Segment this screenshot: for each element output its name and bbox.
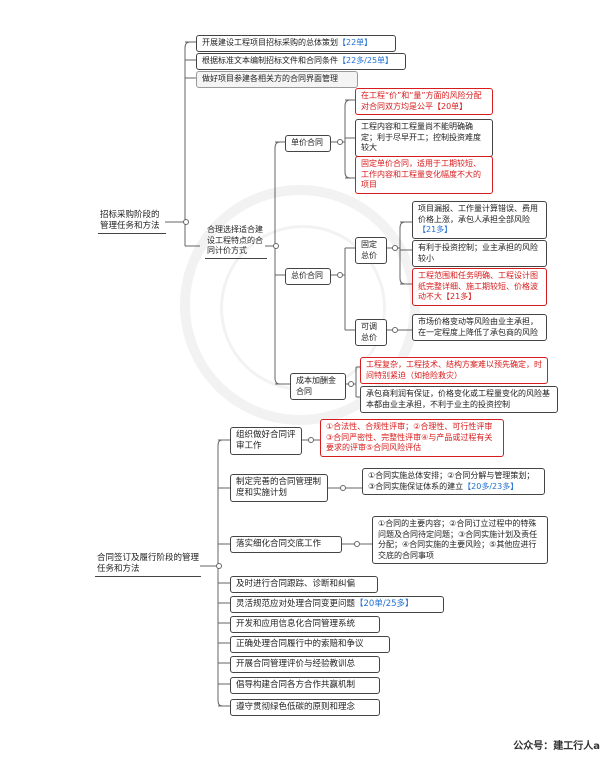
note-text: 在工程“价”和“量”方面的风险分配对合同双方均是公平 — [361, 91, 482, 111]
contract-pricing-choice: 合理选择适合建设工程特点的合同计价方式 — [205, 224, 267, 259]
connector-dot — [337, 272, 343, 278]
variable-lump-sum: 可调总价 — [355, 319, 387, 346]
task-green: 遵守贯彻绿色低碳的原则和理念 — [230, 699, 380, 716]
task-claims: 正确处理合同履行中的索赔和争议 — [230, 636, 390, 653]
unit-price-note-scope: 工程内容和工程量尚不能明确确定；利于尽早开工；控制投资难度较大 — [355, 119, 493, 157]
contract-interface-item: 做好项目参建各相关方的合同界面管理 — [196, 71, 358, 88]
connector-dot — [340, 485, 346, 491]
task-change: 灵活规范应对处理合同变更问题【20单/25多】 — [230, 596, 444, 613]
unit-price-note-fixed: 固定单价合同，适用于工期较短、工作内容和工程量变化幅度不大的项目 — [355, 156, 493, 194]
fixed-note-scope: 工程范围和任务明确、工程设计图纸完整详细、施工期较短、价格波动不大【21多】 — [412, 268, 547, 306]
note-text: 有利于投资控制；业主承担的风险较小 — [418, 243, 538, 263]
root-procurement-stage: 招标采购阶段的管理任务和方法 — [98, 209, 166, 234]
task-evaluation: 开展合同管理评价与经验教训总 — [230, 656, 380, 673]
exam-tag: 【20多/23多】 — [463, 481, 519, 491]
procurement-planning-item: 开展建设工程项目招标采购的总体策划【22单】 — [196, 35, 396, 52]
connector-dot — [348, 381, 354, 387]
connector-dot — [183, 219, 189, 225]
note-text: 项目漏报、工作量计算错误、费用价格上涨，承包人承担全部风险 — [418, 204, 538, 224]
connector-dot — [392, 245, 398, 251]
note-text: 工程复杂，工程技术、结构方案难以预先确定，时间特别紧迫（如抢险救灾） — [366, 360, 542, 380]
exam-tag: 【22单】 — [338, 38, 373, 47]
contract-handover: 落实细化合同交底工作 — [230, 536, 342, 553]
tender-document-item: 根据标准文本编制招标文件和合同条件【22多/25单】 — [196, 53, 406, 70]
task-tracking: 及时进行合同跟踪、诊断和纠偏 — [230, 576, 378, 593]
task-info-system: 开发和应用信息化合同管理系统 — [230, 616, 380, 633]
task-text: 及时进行合同跟踪、诊断和纠偏 — [236, 579, 356, 589]
cost-plus-note-profit: 承包商利润有保证，价格变化或工程量变化的风险基本都由业主承担，不利于业主的投资控… — [360, 386, 558, 413]
note-text: 承包商利润有保证，价格变化或工程量变化的风险基本都由业主承担，不利于业主的投资控… — [366, 389, 550, 409]
fixed-note-risk: 项目漏报、工作量计算错误、费用价格上涨，承包人承担全部风险【21多】 — [412, 201, 547, 239]
contract-review-note: ①合法性、合规性评审；②合理性、可行性评审③合同严密性、完整性评审④与产品或过程… — [320, 419, 504, 457]
management-system: 制定完善的合同管理制度和实施计划 — [230, 474, 328, 502]
contract-review: 组织做好合同评审工作 — [230, 427, 302, 455]
unit-price-contract: 单价合同 — [285, 135, 331, 152]
connector-dot — [273, 243, 279, 249]
note-text: 固定单价合同，适用于工期较短、工作内容和工程量变化幅度不大的项目 — [361, 159, 481, 189]
connector-dot — [392, 327, 398, 333]
variable-note: 市场价格变动等风险由业主承担，在一定程度上降低了承包商的风险 — [412, 314, 547, 341]
task-text: 开展合同管理评价与经验教训总 — [236, 659, 356, 669]
cost-plus-note-complex: 工程复杂，工程技术、结构方案难以预先确定，时间特别紧迫（如抢险救灾） — [360, 357, 548, 384]
task-cooperation: 倡导构建合同各方合作共赢机制 — [230, 677, 380, 694]
exam-tag: 【21多】 — [418, 225, 453, 234]
lump-sum-contract: 总价合同 — [285, 268, 331, 285]
exam-tag: 【22多/25单】 — [338, 56, 394, 65]
footer-account: 公众号：建工行人a — [513, 741, 600, 752]
connector-dot — [216, 563, 222, 569]
connector-dot — [354, 541, 360, 547]
contract-handover-note: ①合同的主要内容；②合同订立过程中的特殊问题及合同待定问题；③合同实施计划及责任… — [372, 516, 548, 564]
note-text: ①合同实施总体安排；②合同分解与管理策划；③合同实施保证体系的建立 — [368, 471, 535, 491]
item-text: 做好项目参建各相关方的合同界面管理 — [202, 74, 338, 83]
exam-tag: 【20单】 — [433, 101, 468, 111]
exam-tag: 【20单/25多】 — [355, 599, 414, 609]
fixed-note-control: 有利于投资控制；业主承担的风险较小 — [412, 240, 547, 267]
management-system-note: ①合同实施总体安排；②合同分解与管理策划；③合同实施保证体系的建立【20多/23… — [362, 468, 545, 495]
item-text: 开展建设工程项目招标采购的总体策划 — [202, 38, 338, 47]
root-signing-stage: 合同签订及履行阶段的管理任务和方法 — [95, 552, 201, 577]
fixed-lump-sum: 固定总价 — [355, 237, 387, 264]
connector-dot — [308, 437, 314, 443]
note-text: 工程内容和工程量尚不能明确确定；利于尽早开工；控制投资难度较大 — [361, 122, 481, 152]
note-text: 工程范围和任务明确、工程设计图纸完整详细、施工期较短、价格波动不大 — [418, 271, 538, 301]
cost-plus-contract: 成本加酬金合同 — [290, 373, 346, 400]
task-text: 灵活规范应对处理合同变更问题 — [236, 599, 356, 609]
task-text: 正确处理合同履行中的索赔和争议 — [236, 639, 364, 649]
task-text: 遵守贯彻绿色低碳的原则和理念 — [236, 702, 356, 712]
task-text: 开发和应用信息化合同管理系统 — [236, 619, 356, 629]
task-text: 倡导构建合同各方合作共赢机制 — [236, 680, 356, 690]
exam-tag: 【21多】 — [442, 292, 477, 301]
item-text: 根据标准文本编制招标文件和合同条件 — [202, 56, 338, 65]
unit-price-note-risk: 在工程“价”和“量”方面的风险分配对合同双方均是公平【20单】 — [355, 88, 493, 115]
connector-dot — [337, 139, 343, 145]
